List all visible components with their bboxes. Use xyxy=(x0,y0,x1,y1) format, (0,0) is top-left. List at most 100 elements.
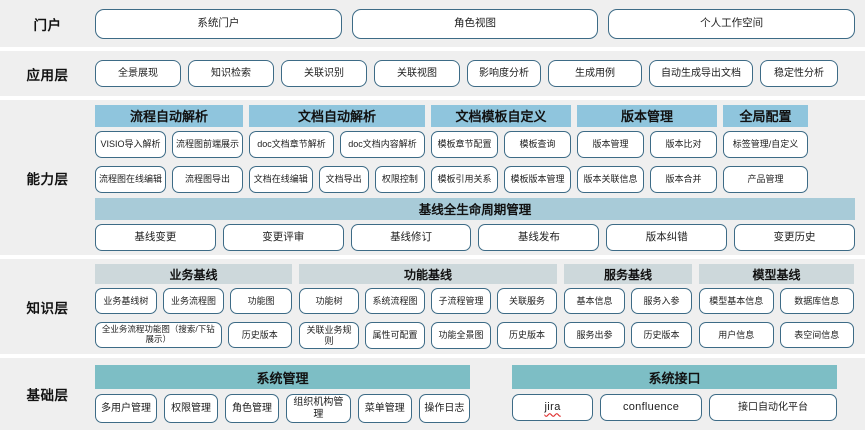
chip-cap-4-1-0[interactable]: 产品管理 xyxy=(723,165,808,193)
chip-cap-2-0-0[interactable]: 模板章节配置 xyxy=(431,130,498,158)
chip-know-1-0-3[interactable]: 关联服务 xyxy=(497,288,557,315)
chip-know-2-0-0[interactable]: 基本信息 xyxy=(564,288,625,315)
chip-baseline-4[interactable]: 版本纠错 xyxy=(606,223,728,251)
chip-infra-jira[interactable]: jira xyxy=(512,394,594,421)
chip-cap-2-1-0[interactable]: 模板引用关系 xyxy=(431,165,498,193)
chip-infra-0-3[interactable]: 组织机构管理 xyxy=(286,394,351,423)
chip-baseline-1[interactable]: 变更评审 xyxy=(222,223,344,251)
chip-cap-3-0-1[interactable]: 版本比对 xyxy=(650,130,717,158)
chip-know-1-1-2[interactable]: 功能全景图 xyxy=(431,322,491,349)
chip-know-1-1-1[interactable]: 属性可配置 xyxy=(365,322,425,349)
application-chip-row: 全景展现 知识检索 关联识别 关联视图 影响度分析 生成用例 自动生成导出文档 … xyxy=(95,60,855,87)
chip-cap-0-1-0[interactable]: 流程图在线编辑 xyxy=(95,165,166,193)
chip-know-2-1-1[interactable]: 历史版本 xyxy=(631,322,692,349)
capability-group-row: 流程自动解析 VISIO导入解析 流程图前端展示 流程图在线编辑 流程图导出 xyxy=(95,104,855,193)
chip-cap-1-1-2[interactable]: 权限控制 xyxy=(374,165,425,193)
chip-baseline-2[interactable]: 基线修订 xyxy=(350,223,472,251)
chip-app-1[interactable]: 知识检索 xyxy=(188,60,274,87)
chip-infra-0-0[interactable]: 多用户管理 xyxy=(95,394,158,423)
chip-know-1-1-0[interactable]: 关联业务规则 xyxy=(299,322,359,349)
group-chips-function-baseline: 功能树 系统流程图 子流程管理 关联服务 关联业务规则 属性可配置 功能全景图 … xyxy=(299,288,557,349)
chip-know-2-1-0[interactable]: 服务出参 xyxy=(564,322,625,349)
chip-cap-0-1-1[interactable]: 流程图导出 xyxy=(172,165,243,193)
chip-app-6[interactable]: 自动生成导出文档 xyxy=(649,60,753,87)
chip-know-0-1-1[interactable]: 历史版本 xyxy=(227,322,292,349)
layer-knowledge: 知识层 业务基线 业务基线树 业务流程图 功能图 全业务流程功能图（搜索/下钻展… xyxy=(0,259,865,354)
chip-cap-3-1-0[interactable]: 版本关联信息 xyxy=(577,165,644,193)
chip-know-0-0-2[interactable]: 功能图 xyxy=(230,288,293,315)
group-chips-doc-parse: doc文档章节解析 doc文档内容解析 文档在线编辑 文档导出 权限控制 xyxy=(249,130,425,193)
chip-cap-1-0-0[interactable]: doc文档章节解析 xyxy=(249,130,334,158)
chip-row: 功能树 系统流程图 子流程管理 关联服务 xyxy=(299,288,557,315)
chip-cap-3-0-0[interactable]: 版本管理 xyxy=(577,130,644,158)
chip-know-3-1-0[interactable]: 用户信息 xyxy=(699,322,774,349)
chip-cap-2-1-1[interactable]: 模板版本管理 xyxy=(504,165,571,193)
group-chips-business-baseline: 业务基线树 业务流程图 功能图 全业务流程功能图（搜索/下钻展示） 历史版本 xyxy=(95,288,293,349)
layer-label-infrastructure: 基础层 xyxy=(26,388,69,403)
layer-body-knowledge: 业务基线 业务基线树 业务流程图 功能图 全业务流程功能图（搜索/下钻展示） 历… xyxy=(95,264,865,349)
layer-body-capability: 流程自动解析 VISIO导入解析 流程图前端展示 流程图在线编辑 流程图导出 xyxy=(95,104,865,251)
chip-cap-0-0-0[interactable]: VISIO导入解析 xyxy=(95,130,166,158)
chip-infra-confluence[interactable]: confluence xyxy=(600,394,702,421)
group-header-system-management: 系统管理 xyxy=(95,365,470,389)
chip-know-3-0-0[interactable]: 模型基本信息 xyxy=(699,288,774,315)
layer-infrastructure: 基础层 系统管理 多用户管理 权限管理 角色管理 组织机构管理 菜单管理 操作日… xyxy=(0,358,865,430)
chip-know-1-1-3[interactable]: 历史版本 xyxy=(497,322,557,349)
chip-baseline-3[interactable]: 基线发布 xyxy=(478,223,600,251)
chip-infra-0-1[interactable]: 权限管理 xyxy=(164,394,219,423)
chip-cap-2-0-1[interactable]: 模板查询 xyxy=(504,130,571,158)
chip-infra-0-2[interactable]: 角色管理 xyxy=(225,394,280,423)
chip-infra-0-5[interactable]: 操作日志 xyxy=(418,394,471,423)
chip-row: doc文档章节解析 doc文档内容解析 xyxy=(249,130,425,158)
chip-infra-api-platform[interactable]: 接口自动化平台 xyxy=(708,394,837,421)
chip-row: 文档在线编辑 文档导出 权限控制 xyxy=(249,165,425,193)
chip-app-2[interactable]: 关联识别 xyxy=(281,60,367,87)
chip-baseline-0[interactable]: 基线变更 xyxy=(95,223,216,251)
chip-app-7[interactable]: 稳定性分析 xyxy=(760,60,838,87)
group-header-baseline-lifecycle: 基线全生命周期管理 xyxy=(95,197,855,220)
group-chips-system-management: 多用户管理 权限管理 角色管理 组织机构管理 菜单管理 操作日志 xyxy=(95,394,471,423)
chip-know-1-0-2[interactable]: 子流程管理 xyxy=(431,288,491,315)
chip-cap-3-1-1[interactable]: 版本合并 xyxy=(650,165,717,193)
chip-baseline-5[interactable]: 变更历史 xyxy=(734,223,855,251)
chip-app-3[interactable]: 关联视图 xyxy=(374,60,460,87)
group-header-doc-parse: 文档自动解析 xyxy=(249,104,425,127)
knowledge-group-model-baseline: 模型基线 模型基本信息 数据库信息 用户信息 表空间信息 xyxy=(699,264,854,349)
confluence-logo-text: confluence xyxy=(622,401,680,414)
group-header-model-baseline: 模型基线 xyxy=(699,264,854,285)
chip-know-3-0-1[interactable]: 数据库信息 xyxy=(779,288,854,315)
chip-portal-0[interactable]: 系统门户 xyxy=(95,8,342,39)
group-header-doc-template: 文档模板自定义 xyxy=(431,104,571,127)
chip-know-0-0-1[interactable]: 业务流程图 xyxy=(162,288,225,315)
chip-cap-1-1-0[interactable]: 文档在线编辑 xyxy=(249,165,313,193)
group-header-service-baseline: 服务基线 xyxy=(564,264,692,285)
chip-portal-2[interactable]: 个人工作空间 xyxy=(608,8,856,39)
infra-group-system-interface: 系统接口 jira confluence 接口自动化平台 xyxy=(512,365,837,423)
chip-app-5[interactable]: 生成用例 xyxy=(548,60,642,87)
chip-know-0-1-0[interactable]: 全业务流程功能图（搜索/下钻展示） xyxy=(95,322,222,349)
baseline-chip-row: 基线变更 变更评审 基线修订 基线发布 版本纠错 变更历史 xyxy=(95,223,855,251)
chip-row: 标签管理/自定义 xyxy=(723,130,808,158)
chip-row: VISIO导入解析 流程图前端展示 xyxy=(95,130,243,158)
chip-row: 模板引用关系 模板版本管理 xyxy=(431,165,571,193)
capability-group-doc-template: 文档模板自定义 模板章节配置 模板查询 模板引用关系 模板版本管理 xyxy=(431,104,571,193)
chip-cap-4-0-0[interactable]: 标签管理/自定义 xyxy=(723,130,808,158)
chip-app-0[interactable]: 全景展现 xyxy=(95,60,181,87)
layer-label-portal: 门户 xyxy=(33,17,62,33)
chip-infra-0-4[interactable]: 菜单管理 xyxy=(357,394,412,423)
chip-cap-1-0-1[interactable]: doc文档内容解析 xyxy=(340,130,425,158)
chip-cap-0-0-1[interactable]: 流程图前端展示 xyxy=(172,130,243,158)
chip-row: 业务基线树 业务流程图 功能图 xyxy=(95,288,293,315)
chip-cap-1-1-1[interactable]: 文档导出 xyxy=(318,165,369,193)
layer-label-application: 应用层 xyxy=(26,67,69,83)
group-header-system-interface: 系统接口 xyxy=(512,365,837,389)
group-chips-doc-template: 模板章节配置 模板查询 模板引用关系 模板版本管理 xyxy=(431,130,571,193)
chip-know-0-0-0[interactable]: 业务基线树 xyxy=(95,288,157,315)
chip-know-2-0-1[interactable]: 服务入参 xyxy=(631,288,692,315)
chip-portal-1[interactable]: 角色视图 xyxy=(351,8,599,39)
chip-know-1-0-0[interactable]: 功能树 xyxy=(299,288,359,315)
chip-know-1-0-1[interactable]: 系统流程图 xyxy=(365,288,425,315)
chip-app-4[interactable]: 影响度分析 xyxy=(467,60,541,87)
chip-row: 版本关联信息 版本合并 xyxy=(577,165,717,193)
chip-know-3-1-1[interactable]: 表空间信息 xyxy=(779,322,854,349)
